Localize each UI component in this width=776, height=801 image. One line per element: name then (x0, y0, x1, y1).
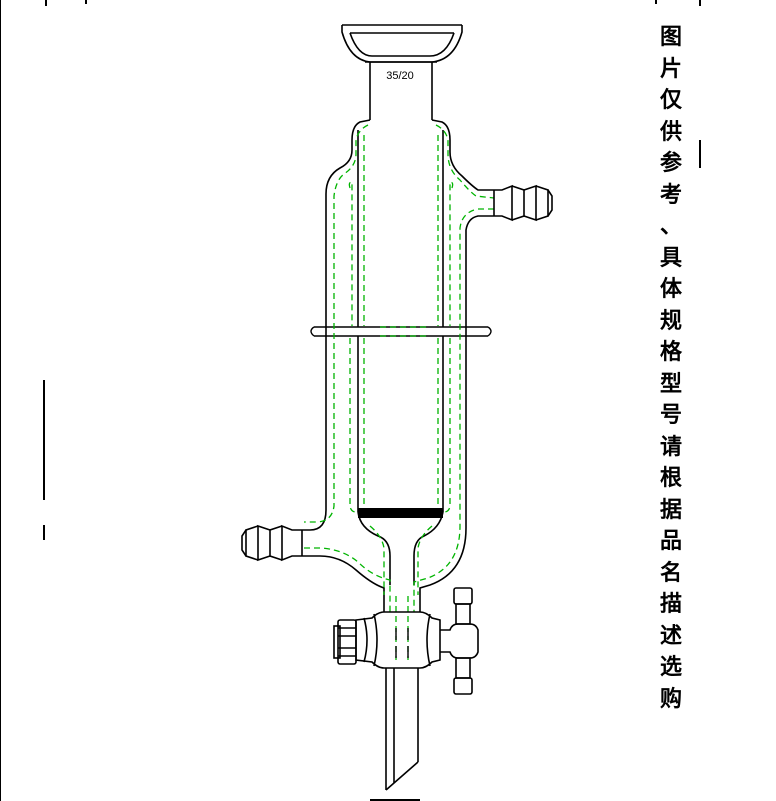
inner-column (357, 130, 444, 585)
notice-char: 描 (659, 592, 682, 617)
joint-label: 35/20 (386, 70, 414, 82)
left-hose-barb (241, 524, 303, 562)
outer-jacket (302, 119, 494, 612)
reference-notice: 图片仅供参考、具体规格型号请根据品名描述选购 (656, 22, 686, 715)
notice-char: 规 (659, 308, 682, 334)
notice-char: 根 (659, 466, 682, 491)
notice-char: 参 (659, 151, 682, 176)
notice-char: 品 (659, 529, 682, 554)
top-joint (341, 24, 463, 120)
notice-char: 片 (659, 56, 682, 82)
notice-char: 号 (659, 403, 682, 428)
notice-char: 请 (659, 434, 682, 460)
stopcock (333, 587, 479, 695)
notice-char: 选 (659, 655, 682, 680)
notice-char: 、 (659, 214, 682, 239)
notice-char: 格 (659, 340, 682, 365)
page-frame (0, 0, 701, 801)
notice-char: 仅 (659, 88, 682, 113)
notice-char: 供 (659, 119, 682, 145)
drip-tip (385, 668, 419, 791)
notice-char: 具 (659, 245, 682, 271)
notice-char: 图 (659, 25, 682, 50)
stopcock-bore (395, 628, 409, 658)
notice-char: 据 (659, 497, 682, 523)
notice-char: 述 (659, 623, 682, 649)
fritted-disc (358, 508, 443, 518)
notice-char: 型 (659, 371, 682, 397)
notice-char: 购 (659, 686, 682, 712)
cut-mark (310, 326, 492, 337)
notice-char: 考 (659, 182, 682, 208)
right-hose-barb (493, 184, 553, 222)
notice-char: 名 (659, 560, 682, 586)
notice-char: 体 (659, 277, 682, 302)
